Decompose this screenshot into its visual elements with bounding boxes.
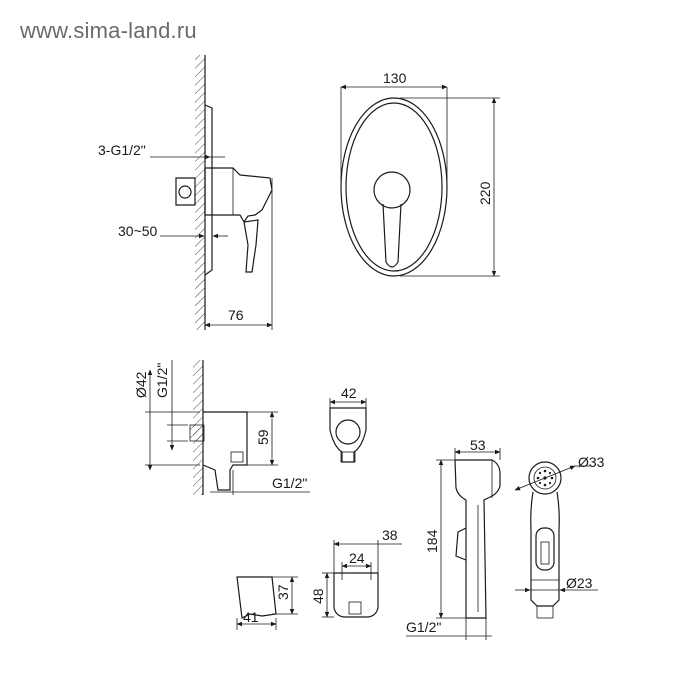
dim-shower-handle-diameter-label: Ø23 (566, 575, 593, 591)
shower-handle-front (530, 491, 560, 607)
dim-connector-thread-bottom: G1/2" (210, 470, 310, 495)
cover-plate-outer (340, 97, 448, 277)
dim-holder-height-front: 48 (310, 572, 334, 618)
connector-front-body (329, 407, 367, 463)
dim-holder-inner-width-label: 24 (349, 550, 365, 566)
dim-shower-length: 184 (424, 459, 466, 619)
holder-front-view: 38 24 48 (310, 527, 402, 618)
wall-section (195, 55, 205, 330)
dim-connector-front-width-label: 42 (341, 385, 357, 401)
cover-plate-inner (345, 102, 443, 272)
dim-connector-thread-top: G1/2" (154, 360, 188, 451)
dim-mixer-depth: 76 (204, 178, 273, 330)
dim-shower-length-label: 184 (424, 529, 440, 553)
dim-connector-thread-bottom-label: G1/2" (272, 475, 307, 491)
mixer-body (204, 167, 273, 224)
dim-holder-height-front-label: 48 (310, 588, 326, 604)
shower-side-view: 53 184 G1/2" (406, 437, 501, 640)
dim-holder-height-label: 37 (275, 584, 291, 600)
dim-connector-diameter: Ø42 (133, 369, 200, 471)
holder-front-body (333, 572, 379, 618)
lever-base (373, 171, 411, 209)
lever-handle (382, 203, 402, 268)
dim-holder-outer-width: 38 (333, 527, 402, 573)
dim-holder-depth: 41 (236, 609, 277, 630)
dim-wall-depth: 30~50 (118, 223, 228, 239)
cover-plate (204, 104, 213, 276)
shower-trigger (455, 527, 467, 561)
dim-holder-depth-label: 41 (243, 609, 259, 625)
dim-shower-head-width: 53 (454, 437, 501, 460)
holder-side-view: 37 41 (236, 576, 298, 630)
dim-holder-outer-width-label: 38 (382, 527, 398, 543)
dim-mixer-width: 130 (340, 70, 448, 180)
dim-wall-depth-label: 30~50 (118, 223, 158, 239)
shower-front-view: Ø33 Ø23 (514, 454, 605, 619)
dim-mixer-height: 220 (400, 97, 500, 277)
mixer-front-view: 130 220 (340, 70, 500, 277)
dim-mixer-height-label: 220 (477, 181, 493, 205)
dim-thread-mixer: 3-G1/2" (98, 142, 225, 160)
dim-connector-front-width: 42 (329, 385, 367, 408)
dim-connector-height-label: 59 (255, 429, 271, 445)
shower-head-side (454, 459, 501, 619)
dim-shower-handle-diameter: Ø23 (515, 575, 598, 593)
dim-thread-mixer-label: 3-G1/2" (98, 142, 146, 158)
mixer-lever (243, 219, 259, 273)
dim-mixer-depth-label: 76 (228, 307, 244, 323)
dim-shower-thread: G1/2" (406, 618, 492, 640)
hose-connector-front-view: 42 (329, 385, 367, 463)
dim-shower-head-width-label: 53 (470, 437, 486, 453)
connector-thread (189, 424, 205, 442)
dim-mixer-width-label: 130 (383, 70, 407, 86)
connector-body (202, 411, 248, 491)
shower-trigger-front (535, 527, 555, 571)
dim-shower-head-diameter-label: Ø33 (578, 454, 605, 470)
dim-holder-inner-width: 24 (341, 550, 372, 580)
mixer-side-view: 3-G1/2" 30~50 76 (98, 55, 273, 330)
dim-shower-thread-label: G1/2" (406, 619, 441, 635)
dim-connector-thread-top-label: G1/2" (154, 363, 170, 398)
watermark-url: www.sima-land.ru (20, 18, 197, 43)
dim-connector-diameter-label: Ø42 (133, 371, 149, 398)
hose-connector-side-view: Ø42 G1/2" 59 G1/2" (133, 360, 310, 495)
mixer-outlet (175, 177, 196, 206)
dim-shower-head-diameter: Ø33 (514, 454, 605, 491)
dim-connector-height: 59 (247, 411, 278, 466)
